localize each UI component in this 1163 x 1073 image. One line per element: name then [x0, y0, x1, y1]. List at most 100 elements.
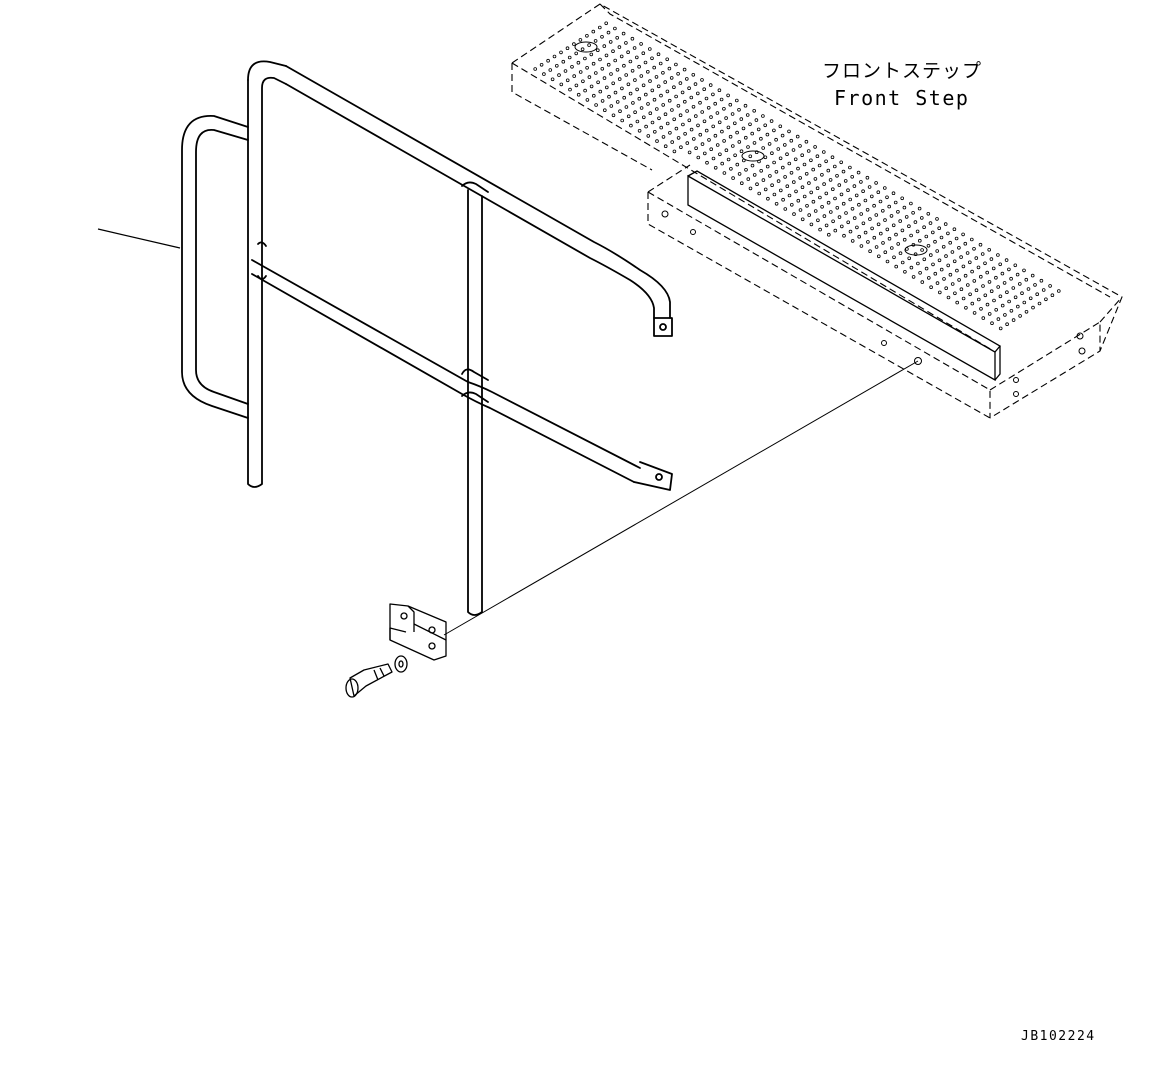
- perforation-hole: [941, 245, 946, 249]
- perforation-hole: [654, 107, 659, 111]
- perforation-hole: [700, 78, 704, 82]
- perforation-hole: [824, 191, 829, 196]
- perforation-hole: [748, 122, 752, 127]
- perforation-hole: [693, 82, 698, 86]
- perforation-hole: [682, 99, 687, 104]
- perforation-hole: [793, 157, 798, 162]
- perforation-hole: [774, 170, 779, 174]
- perforation-hole: [904, 215, 909, 219]
- perforation-hole: [998, 262, 1002, 267]
- perforation-hole: [589, 84, 594, 89]
- perforation-hole: [802, 194, 807, 199]
- perforation-hole: [1048, 284, 1052, 288]
- perforation-hole: [593, 71, 598, 75]
- perforation-hole: [602, 108, 607, 112]
- perforation-hole: [561, 59, 566, 64]
- perforation-hole: [831, 219, 835, 224]
- perforation-hole: [745, 113, 750, 117]
- perforation-hole: [782, 143, 787, 147]
- perforation-hole: [983, 261, 987, 266]
- perforation-hole: [542, 72, 546, 76]
- perforation-hole: [898, 251, 903, 256]
- perforation-hole: [587, 43, 591, 47]
- perforation-hole: [967, 260, 972, 265]
- perforation-hole: [1033, 283, 1037, 287]
- perforation-hole: [883, 218, 887, 222]
- perforation-hole: [900, 196, 904, 201]
- perforation-hole: [769, 119, 774, 123]
- perforation-hole: [937, 226, 941, 231]
- perforation-hole: [626, 50, 630, 54]
- perforation-hole: [804, 172, 809, 176]
- perforation-hole: [600, 99, 605, 103]
- perforation-hole: [902, 205, 907, 210]
- perforation-hole: [859, 180, 863, 184]
- perforation-hole: [978, 242, 983, 247]
- perforation-hole: [961, 232, 965, 237]
- perforation-hole: [965, 251, 970, 255]
- perforation-hole: [772, 128, 776, 133]
- perforation-hole: [546, 58, 550, 63]
- perforation-hole: [715, 111, 720, 115]
- perforation-hole: [796, 198, 801, 203]
- perforation-hole: [835, 206, 840, 210]
- perforation-hole: [656, 52, 661, 56]
- perforation-hole: [815, 154, 820, 159]
- perforation-hole: [611, 81, 615, 86]
- perforation-hole: [818, 195, 822, 200]
- perforation-hole: [687, 118, 692, 123]
- perforation-hole: [613, 90, 618, 95]
- perforation-hole: [994, 275, 998, 280]
- perforation-hole: [663, 112, 668, 116]
- perforation-hole: [693, 114, 698, 118]
- perforation-hole: [670, 140, 674, 144]
- perforation-hole: [548, 68, 553, 72]
- perforation-hole: [841, 201, 846, 206]
- perforation-hole: [922, 257, 927, 262]
- perforation-hole: [863, 198, 868, 203]
- perforation-hole: [637, 64, 641, 69]
- perforation-hole: [565, 78, 570, 83]
- perforation-hole: [648, 111, 653, 115]
- perforation-hole: [770, 151, 774, 156]
- perforation-hole: [809, 222, 814, 227]
- perforation-hole: [731, 176, 735, 180]
- perforation-hole: [865, 208, 870, 212]
- perforation-hole: [815, 186, 820, 191]
- perforation-hole: [639, 42, 643, 46]
- perforation-hole: [657, 116, 661, 121]
- perforation-hole: [948, 240, 952, 245]
- perforation-hole: [976, 297, 981, 302]
- perforation-hole: [926, 244, 931, 248]
- perforation-hole: [622, 63, 626, 68]
- perforation-hole: [850, 207, 855, 211]
- perforation-hole: [559, 82, 564, 87]
- perforation-hole: [996, 285, 1000, 289]
- perforation-hole: [748, 186, 753, 191]
- perforation-hole: [626, 82, 631, 87]
- perforation-hole: [807, 213, 811, 217]
- perforation-hole: [620, 118, 624, 123]
- drawing-number: JB102224: [1021, 1029, 1096, 1044]
- perforation-hole: [698, 132, 703, 137]
- perforation-hole: [880, 209, 885, 213]
- perforation-hole: [907, 224, 911, 229]
- perforation-hole: [839, 224, 844, 229]
- perforation-hole: [726, 157, 731, 162]
- step-large-holes: [574, 41, 1086, 397]
- perforation-hole: [985, 270, 989, 275]
- leader-line: [97, 228, 181, 249]
- perforation-hole: [948, 272, 953, 277]
- front-step: [511, 3, 1123, 419]
- perforation-hole: [939, 235, 944, 240]
- perforation-hole: [911, 275, 916, 279]
- perforation-hole: [1030, 273, 1035, 278]
- perforation-hole: [959, 255, 963, 259]
- perforation-hole: [998, 294, 1003, 299]
- perforation-hole: [965, 283, 970, 287]
- perforation-hole: [746, 145, 750, 149]
- perforation-hole: [709, 147, 713, 152]
- perforation-hole: [909, 233, 913, 238]
- perforation-hole: [954, 236, 959, 241]
- perforation-hole: [674, 62, 678, 67]
